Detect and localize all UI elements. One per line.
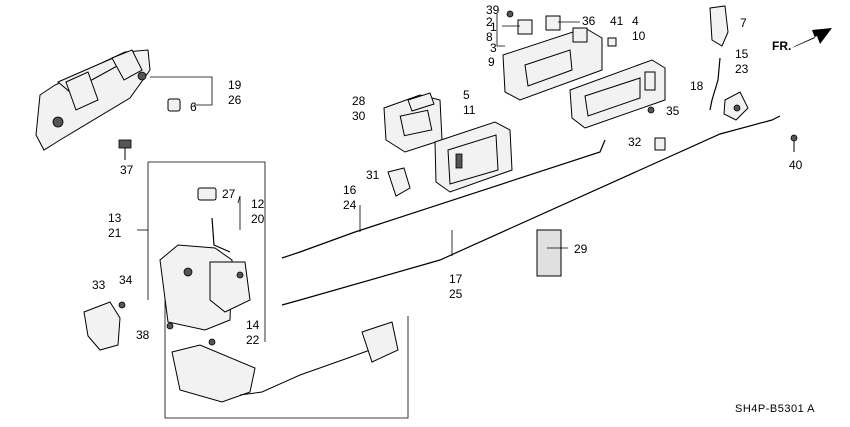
lock-actuator <box>171 321 399 403</box>
bushing-27 <box>197 187 217 201</box>
clip-6 <box>167 98 181 112</box>
callout-number: 40 <box>789 158 803 172</box>
pad-29 <box>536 229 562 277</box>
callout-number: 21 <box>108 226 122 240</box>
rod-12-20 <box>211 217 231 253</box>
clip-31 <box>387 167 411 197</box>
lock-actuator-bracket <box>502 10 603 101</box>
callout-number: 34 <box>119 273 133 287</box>
knob-15-23 <box>723 91 749 121</box>
callout-number: 2 <box>486 15 493 29</box>
leader-lines <box>137 14 580 256</box>
rod-17-25 <box>281 115 781 306</box>
callout-number: 26 <box>228 93 242 107</box>
striker <box>83 301 126 351</box>
callout-number: 16 <box>343 183 357 197</box>
callout-number: 41 <box>610 14 624 28</box>
callout-number: 23 <box>735 62 749 76</box>
handle-base <box>383 92 443 153</box>
callout-number: 3 <box>490 41 497 55</box>
callout-number: 10 <box>632 29 646 43</box>
front-direction-arrow <box>792 28 832 48</box>
callout-number: 15 <box>735 47 749 61</box>
callout-number: 13 <box>108 211 122 225</box>
callout-number: 20 <box>251 212 265 226</box>
callout-number: 7 <box>740 16 747 30</box>
callout-number: 32 <box>628 135 642 149</box>
callout-number: 19 <box>228 78 242 92</box>
clip-41 <box>607 37 617 47</box>
callout-number: 36 <box>582 14 596 28</box>
rod-guide-7 <box>709 5 729 47</box>
diagram-code: SH4P-B5301 A <box>735 403 815 415</box>
callout-number: 38 <box>136 328 150 342</box>
front-direction-label: FR. <box>772 39 791 53</box>
callout-number: 24 <box>343 198 357 212</box>
outside-handle <box>35 49 151 151</box>
callout-number: 9 <box>488 55 495 69</box>
callout-number: 28 <box>352 94 366 108</box>
door-latch <box>159 244 251 331</box>
callout-number: 14 <box>246 318 260 332</box>
callout-number: 29 <box>574 242 588 256</box>
callout-number: 4 <box>632 14 639 28</box>
callout-number: 5 <box>463 88 470 102</box>
callout-number: 22 <box>246 333 260 347</box>
callout-number: 18 <box>690 79 704 93</box>
screw-35 <box>647 106 655 114</box>
harness-frame <box>164 300 409 419</box>
callout-number: 12 <box>251 197 265 211</box>
callout-number: 35 <box>666 104 680 118</box>
rod-18 <box>709 57 721 111</box>
callout-number: 25 <box>449 287 463 301</box>
inside-handle <box>569 59 666 129</box>
callout-number: 33 <box>92 278 106 292</box>
callout-number: 30 <box>352 109 366 123</box>
latch-frame <box>147 161 266 342</box>
callout-number: 39 <box>486 3 500 17</box>
callout-number: 6 <box>190 100 197 114</box>
callout-number: 1 <box>490 20 497 34</box>
callout-number: 37 <box>120 163 134 177</box>
screw-38 <box>166 322 174 330</box>
callout-number: 31 <box>366 168 380 182</box>
clip-32 <box>654 137 666 151</box>
callout-number: 11 <box>463 103 476 117</box>
inside-handle-bezel <box>434 121 513 193</box>
callout-number: 27 <box>222 187 236 201</box>
rod-16-24 <box>281 139 606 259</box>
screw-40 <box>790 134 798 152</box>
callout-number: 8 <box>486 30 493 44</box>
bolt-37 <box>118 139 132 160</box>
callout-number: 17 <box>449 272 463 286</box>
